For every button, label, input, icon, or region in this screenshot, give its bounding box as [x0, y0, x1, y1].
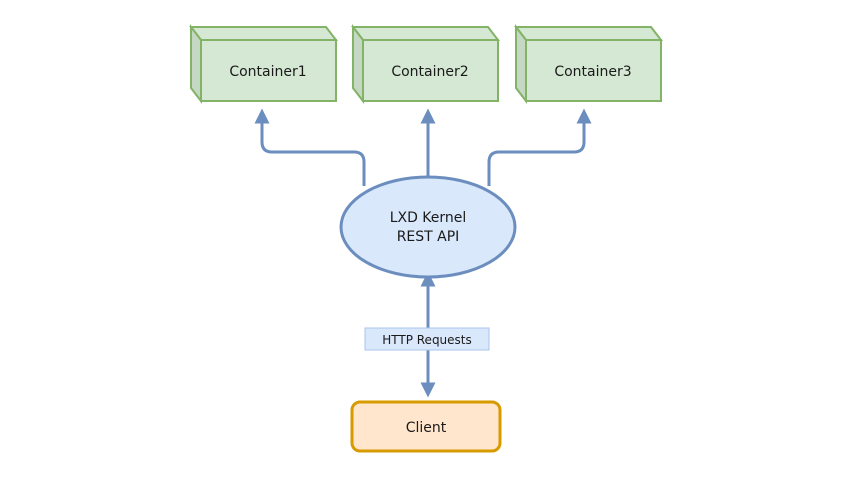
container-node-3: Container3 [513, 24, 664, 104]
client-node: Client [350, 400, 502, 453]
container-3-top-face [513, 26, 664, 41]
container-node-2: Container2 [350, 24, 501, 104]
container-1-label: Container1 [229, 64, 306, 80]
container-2-side-face [352, 24, 364, 104]
container-3-front-face [525, 39, 662, 102]
edge-kernel-to-container3 [487, 108, 592, 186]
container-node-1: Container1 [188, 24, 339, 104]
edge-kernel-to-container1 [254, 108, 366, 186]
container-3-side-face [515, 24, 527, 104]
edge-label-http-requests: HTTP Requests [364, 327, 490, 351]
container-2-front-face [362, 39, 499, 102]
kernel-node: LXD Kernel REST API [339, 175, 517, 279]
container-3-label: Container3 [554, 64, 631, 80]
container-1-top-face [188, 26, 339, 41]
client-label: Client [406, 420, 447, 436]
edge-label-box [364, 327, 490, 351]
kernel-label-line2: REST API [397, 229, 460, 245]
edge-label-text: HTTP Requests [382, 333, 472, 347]
container-2-top-face [350, 26, 501, 41]
kernel-label-line1: LXD Kernel [390, 210, 467, 226]
client-box [350, 400, 502, 453]
kernel-ellipse [339, 175, 517, 279]
container-1-front-face [200, 39, 337, 102]
container-1-side-face [190, 24, 202, 104]
container-2-label: Container2 [391, 64, 468, 80]
